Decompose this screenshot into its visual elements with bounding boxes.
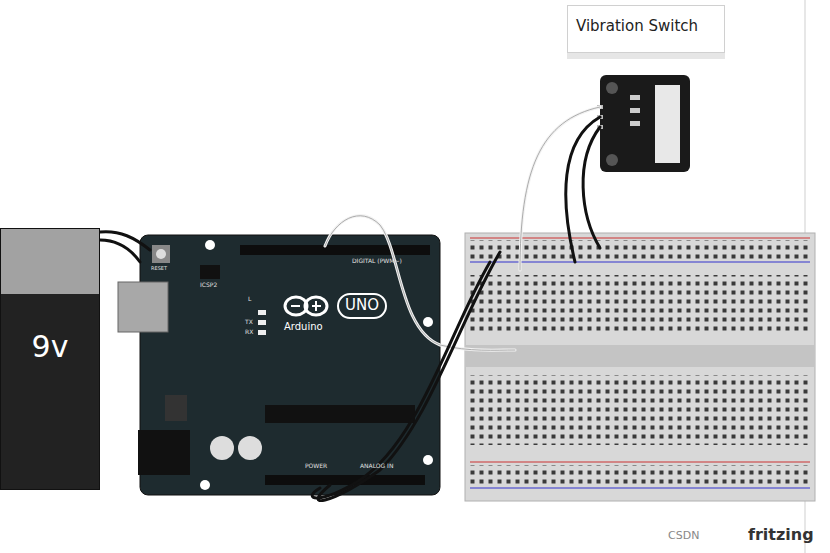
board-label: UNO xyxy=(345,298,379,313)
board-label: DIGITAL (PWM~) xyxy=(352,258,402,264)
board-label: Arduino xyxy=(284,322,323,332)
board-label: ICSP2 xyxy=(200,282,217,288)
board-label: CSDN xyxy=(668,530,699,541)
board-label: RX xyxy=(245,329,253,335)
board-label: POWER xyxy=(305,463,327,469)
breadboard xyxy=(465,233,815,501)
board-label: RESET xyxy=(151,266,167,271)
label-box: Vibration Switch xyxy=(567,5,725,53)
node-text: Vibration Switch xyxy=(576,17,698,35)
wires xyxy=(100,107,600,501)
board-label: fritzing xyxy=(748,527,814,543)
battery: 9v xyxy=(0,228,100,490)
board-label: ANALOG IN xyxy=(360,463,393,469)
board-label: TX xyxy=(245,319,253,325)
board-label: L xyxy=(248,296,251,302)
node-text: 9v xyxy=(32,329,69,364)
vibration-module xyxy=(597,75,690,172)
